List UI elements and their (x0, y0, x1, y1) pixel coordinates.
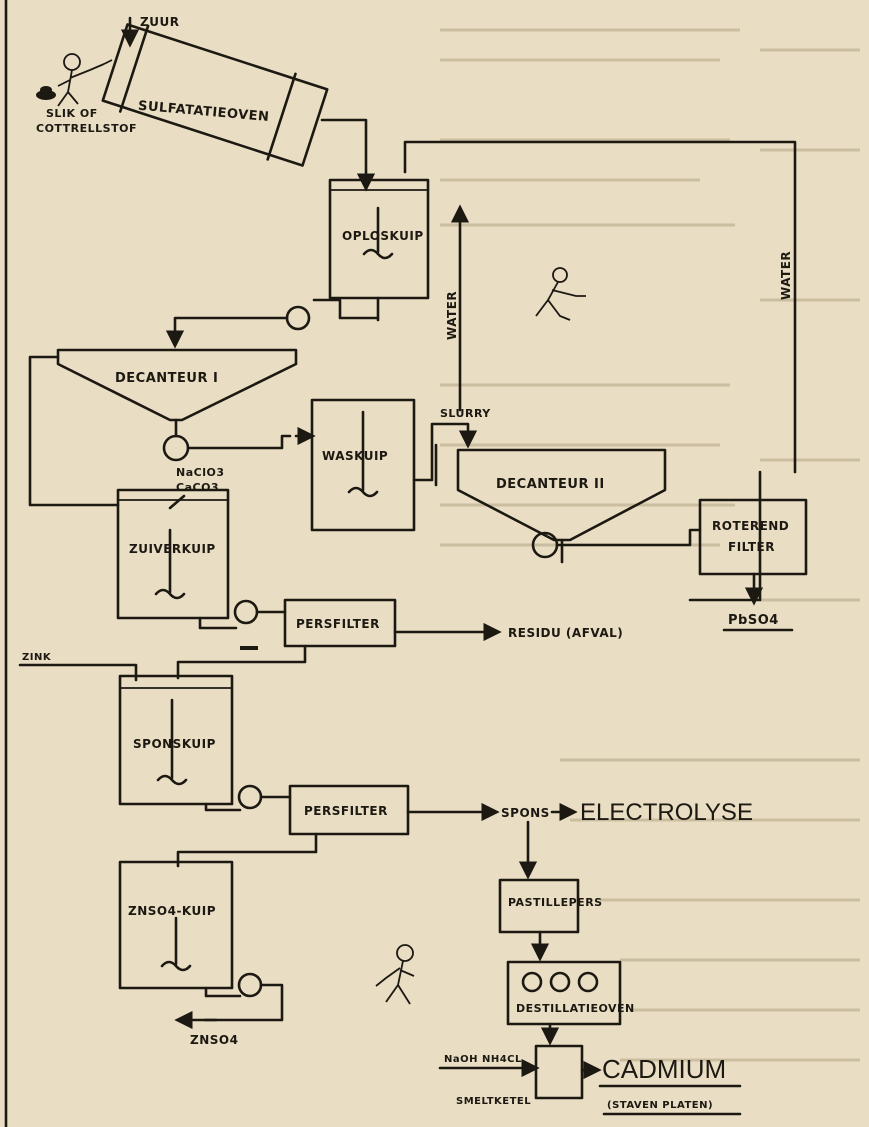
sponskuip-label: SPONSKUIP (133, 737, 216, 751)
worker-figure-top (57, 53, 113, 107)
water-return-line (403, 140, 797, 474)
waskuip-label: WASKUIP (322, 449, 388, 463)
residu-label: RESIDU (AFVAL) (508, 626, 623, 640)
persfilter-2 (288, 784, 410, 836)
oven-to-oploskuip-line (320, 118, 376, 192)
caco3-label: CaCO3 (176, 481, 219, 494)
filter-label: FILTER (728, 540, 775, 554)
spons-label: SPONS (501, 806, 550, 820)
znso4kuip-label: ZNSO4-KUIP (128, 904, 216, 918)
oploskuip-label: OPLOSKUIP (342, 229, 424, 243)
worker-figure-middle (535, 267, 586, 321)
smeltketel (534, 1044, 584, 1100)
electrolyse-label: ELECTROLYSE (580, 799, 753, 826)
line-pump-to-waskuip (186, 434, 292, 450)
naclo3-feed-arrow (168, 494, 186, 510)
pbso4-label: PbSO4 (728, 613, 779, 628)
znso4-label: ZNSO4 (190, 1033, 238, 1047)
slik-of-label: SLIK OF (46, 107, 98, 120)
zuur-label: ZUUR (140, 15, 179, 29)
slug-mark (240, 646, 258, 650)
destillatieoven (506, 960, 622, 1026)
line-oploskuip-to-pump1 (312, 298, 380, 320)
line-pump1-to-decanteur1 (165, 316, 289, 349)
worker-figure-bottom (375, 944, 415, 1005)
staven-platen-label: (STAVEN PLATEN) (607, 1100, 713, 1111)
naoh-nacl-label: NaOH NH4CL (444, 1054, 522, 1065)
persfilter2-to-znso4kuip-line (176, 832, 318, 868)
sponskuip-tank (118, 674, 234, 806)
destillatieoven-label: DESTILLATIEOVEN (516, 1002, 635, 1015)
sludge-pile-icon (36, 86, 56, 100)
slurry-line (412, 422, 478, 482)
persfilter1-to-sponskuip-line (176, 644, 307, 680)
decanteur1-label: DECANTEUR I (115, 371, 218, 386)
line-pump2-to-filter (555, 528, 702, 547)
decanteur2-label: DECANTEUR II (496, 477, 605, 492)
smeltketel-label: SMELTKETEL (456, 1096, 531, 1107)
line-zuiverkuip-to-pump3 (198, 616, 238, 630)
water-label-1: WATER (445, 291, 459, 340)
roterend-label: ROTEREND (712, 519, 789, 533)
persfilter-1 (283, 598, 397, 648)
persfilter1-label: PERSFILTER (296, 617, 380, 631)
cadmium-label: CADMIUM (602, 1054, 726, 1084)
water-label-2: WATER (779, 251, 793, 300)
znso4-kuip-tank (118, 860, 234, 990)
pastillepers-label: PASTILLEPERS (508, 896, 603, 909)
waskuip-tank (310, 398, 416, 532)
zuiverkuip-label: ZUIVERKUIP (129, 542, 216, 556)
zuiverkuip-tank (116, 488, 230, 620)
persfilter2-label: PERSFILTER (304, 804, 388, 818)
slurry-label: SLURRY (440, 407, 491, 420)
zink-label: ZINK (22, 652, 52, 663)
line-pump5-out (203, 983, 284, 1022)
naclo3-label: NaClO3 (176, 466, 224, 479)
line-znso4kuip-to-pump5 (204, 986, 242, 998)
cottrellstof-label: COTTRELLSTOF (36, 122, 137, 135)
line-sponskuip-to-pump4 (204, 802, 242, 812)
line-decanteur1-left-to-zuiverkuip (28, 355, 120, 507)
